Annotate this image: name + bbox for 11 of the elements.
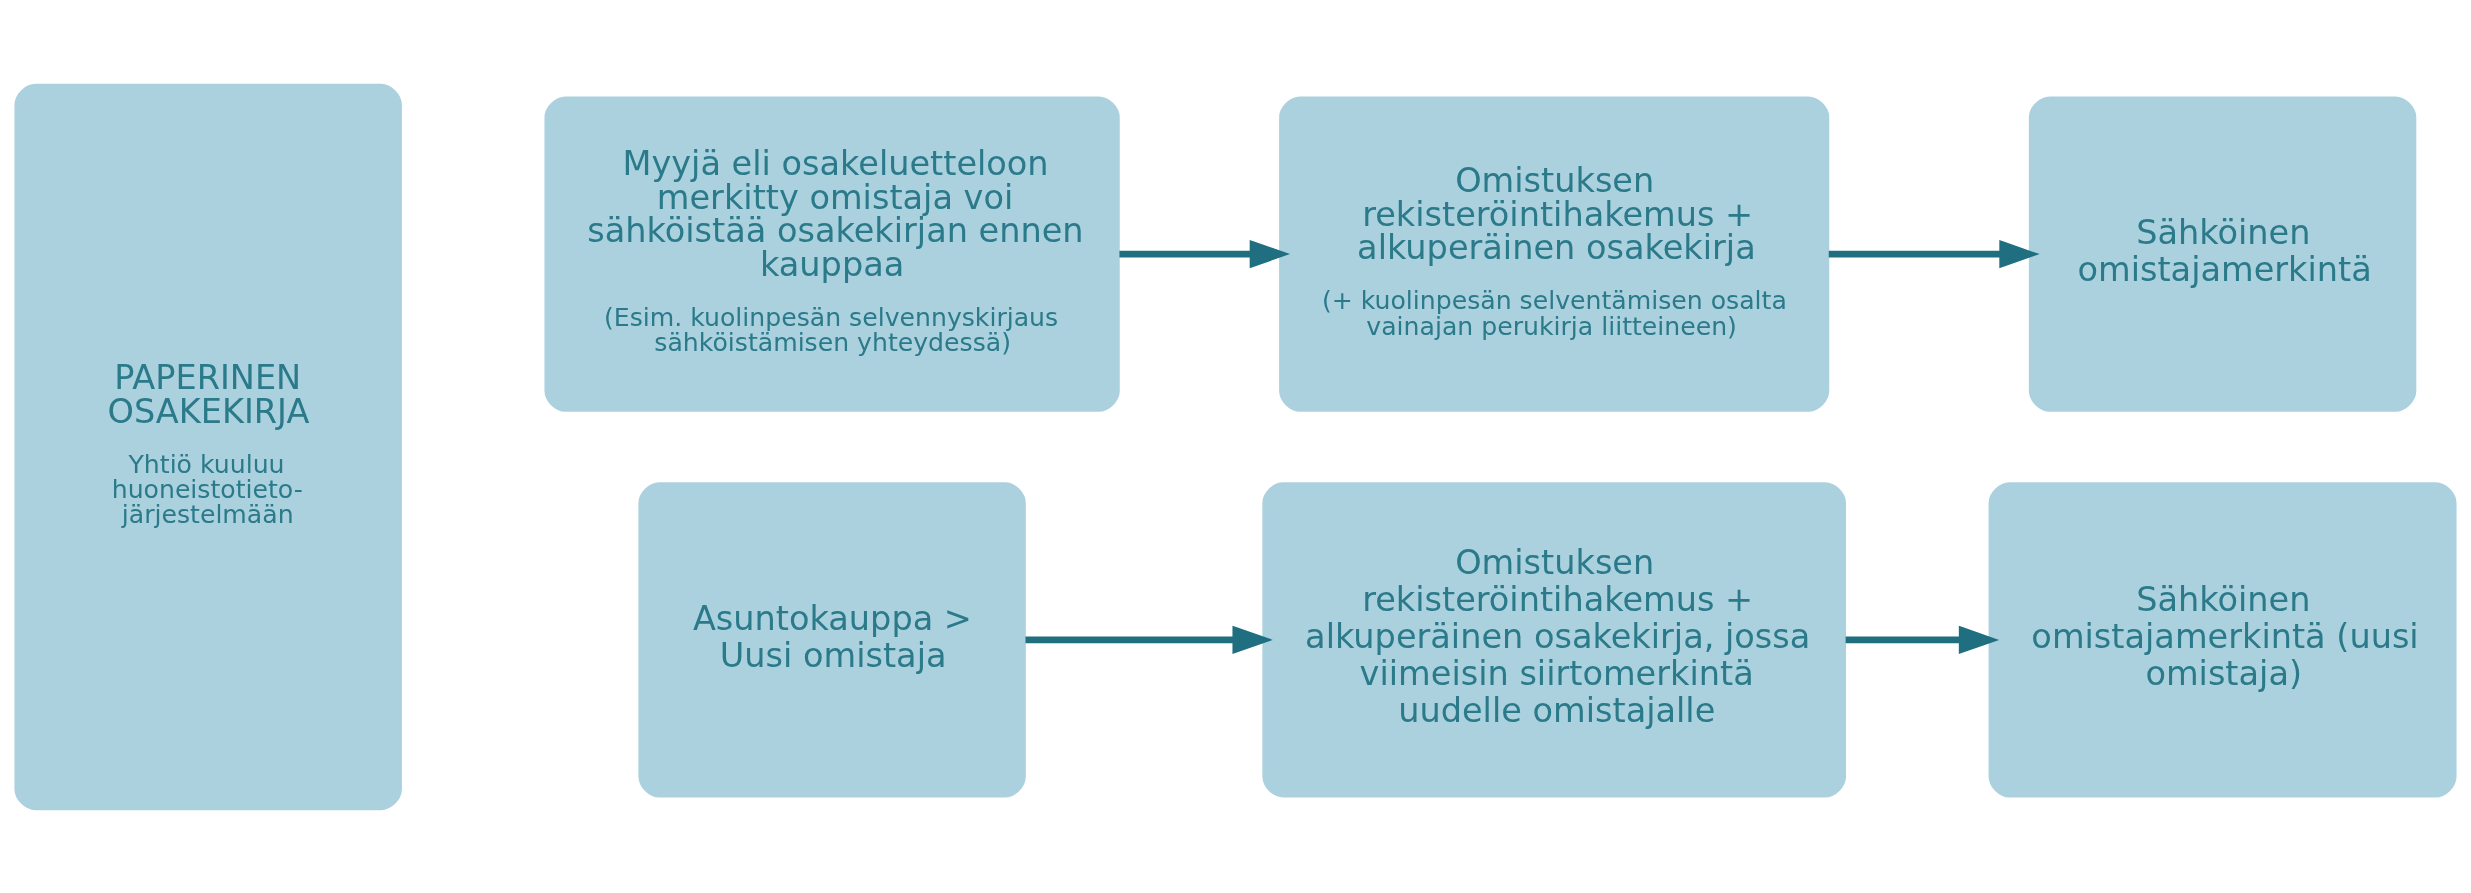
node-box: Asuntokauppa > Uusi omistaja <box>638 481 1026 798</box>
arrow <box>1845 625 2000 654</box>
node-box: PAPERINEN OSAKEKIRJA Yhtiö kuuluu huoneistotieto- järjestelmään <box>14 83 402 810</box>
arrow <box>1828 239 2040 268</box>
arrow <box>1119 239 1290 268</box>
node-box: Omistuksen rekisteröintihakemus + alkuperäinen osakekirja (+ kuolinpesän selventämisen osalta vainajan perukirja liitteineen) <box>1279 95 1830 412</box>
node-box: Sähköinen omistajamerkintä (uusi omistaja) <box>1988 481 2457 798</box>
node-box: Sähköinen omistajamerkintä <box>2028 95 2417 412</box>
node-box: Myyjä eli osakeluetteloon merkitty omistaja voi sähköistää osakekirjan ennen kauppaa (Esim. kuolinpesän selvennyskirjaus sähköistämisen yhteydessä) <box>544 95 1120 412</box>
arrow <box>1025 625 1273 654</box>
node-box: Omistuksen rekisteröintihakemus + alkuperäinen osakekirja, jossa viimeisin siirtomerkintä uudelle omistajalle <box>1262 481 1847 798</box>
